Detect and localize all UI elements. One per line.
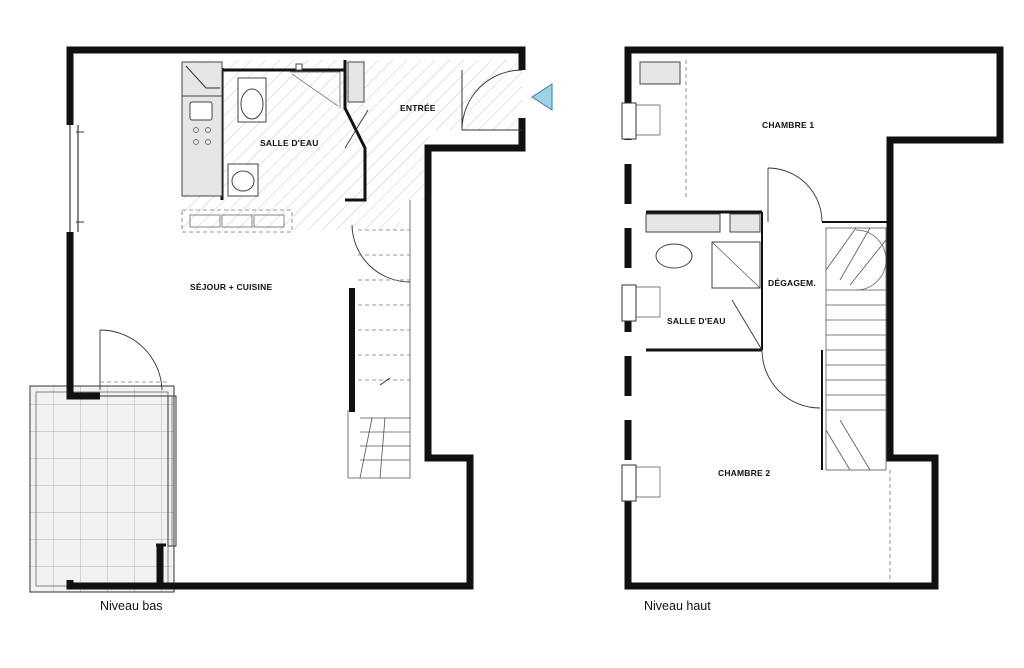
- room-label-chambre-2: CHAMBRE 2: [718, 468, 770, 478]
- balcony: [29, 385, 175, 593]
- bathroom-fixtures-upper: [645, 213, 761, 289]
- hatched-floor: [182, 60, 522, 230]
- level-label-lower: Niveau bas: [100, 599, 163, 613]
- doors-upper: [731, 167, 823, 409]
- room-label-salle-eau-lower: SALLE D'EAU: [260, 138, 319, 148]
- level-labels: Niveau bas Niveau haut: [100, 599, 711, 613]
- room-label-salle-eau-upper: SALLE D'EAU: [667, 316, 726, 326]
- bathroom-fixtures-lower: [227, 61, 365, 197]
- doors-lower: [99, 69, 523, 391]
- room-labels: ENTRÉE SALLE D'EAU SÉJOUR + CUISINE CHAM…: [190, 103, 816, 478]
- windows-upper: [621, 61, 681, 502]
- room-label-chambre-1: CHAMBRE 1: [762, 120, 814, 130]
- glazing-lower: [100, 381, 177, 547]
- level-label-upper: Niveau haut: [644, 599, 711, 613]
- room-label-degagement: DÉGAGEM.: [768, 278, 816, 288]
- staircase-lower: [347, 200, 411, 479]
- level-lower: [29, 46, 553, 593]
- kitchen-fixtures: [181, 61, 293, 233]
- level-upper: [621, 46, 1004, 590]
- staircase-upper: [825, 227, 887, 471]
- room-label-entree: ENTRÉE: [400, 103, 436, 113]
- room-label-sejour-cuisine: SÉJOUR + CUISINE: [190, 282, 272, 292]
- entry-arrow-icon: [531, 83, 553, 111]
